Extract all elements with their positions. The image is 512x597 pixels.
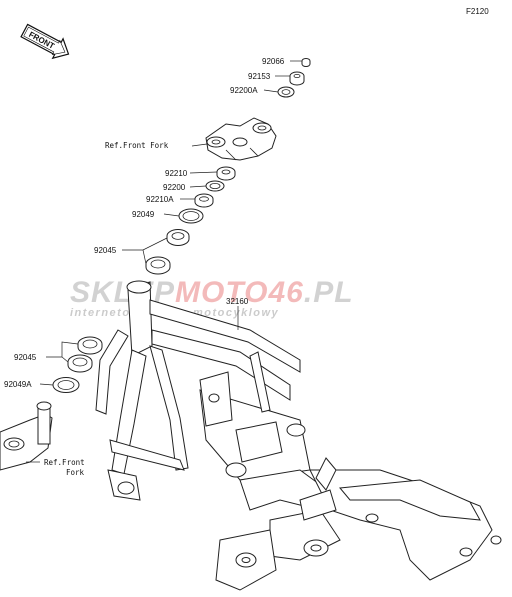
part-92210A xyxy=(194,193,214,208)
label-92153: 92153 xyxy=(248,72,271,81)
label-92049A: 92049A xyxy=(4,380,32,389)
watermark-red: MOTO xyxy=(175,276,268,309)
svg-text:SKLEPMOTO46.PL: SKLEPMOTO46.PL xyxy=(70,276,354,309)
part-92045-bottom-b xyxy=(67,354,93,373)
label-92210: 92210 xyxy=(165,169,188,178)
label-92200A: 92200A xyxy=(230,86,258,95)
part-92200A xyxy=(277,86,295,98)
label-92066: 92066 xyxy=(262,57,285,66)
watermark-red-num: 46 xyxy=(267,276,303,309)
label-ref-front-fork-top: Ref.Front Fork xyxy=(105,141,169,150)
diagram-code: F2120 xyxy=(466,7,489,16)
leader-lines xyxy=(26,60,302,463)
part-92045-top-a xyxy=(166,229,190,246)
part-92066 xyxy=(301,58,311,67)
watermark: SKLEPMOTO46.PL internetowy sklep motocyk… xyxy=(70,276,354,319)
lower-triple-clamp xyxy=(0,401,53,471)
label-92210A: 92210A xyxy=(146,195,174,204)
frame-32160 xyxy=(95,280,502,591)
label-ref-front-fork-bottom-1: Ref.Front xyxy=(44,458,85,467)
watermark-tail: .PL xyxy=(304,276,354,309)
label-92049: 92049 xyxy=(132,210,155,219)
part-92045-top-b xyxy=(145,256,171,275)
label-92200: 92200 xyxy=(163,183,186,192)
part-92045-bottom-a xyxy=(77,336,103,355)
label-92045-top: 92045 xyxy=(94,246,117,255)
part-92049A xyxy=(52,377,80,393)
part-92200 xyxy=(205,180,225,192)
part-92049 xyxy=(178,208,204,224)
label-32160: 32160 xyxy=(226,297,249,306)
part-92153 xyxy=(289,71,305,86)
front-arrow-icon: FRONT xyxy=(20,23,70,60)
upper-triple-clamp xyxy=(205,117,277,161)
part-92210 xyxy=(216,166,236,181)
label-ref-front-fork-bottom-2: Fork xyxy=(66,468,85,477)
label-92045-bottom: 92045 xyxy=(14,353,37,362)
